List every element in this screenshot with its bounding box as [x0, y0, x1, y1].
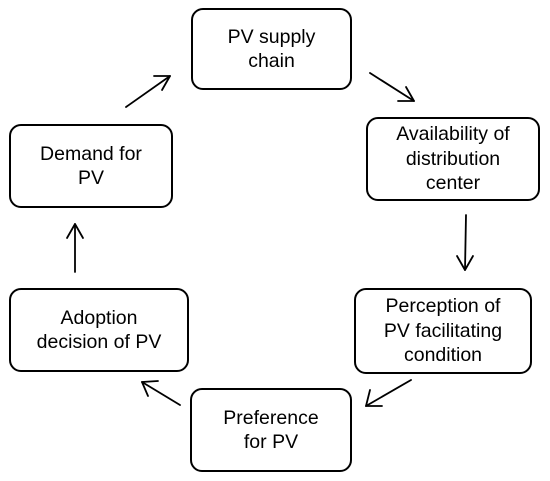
node-demand-for-pv: Demand for PV — [9, 124, 173, 208]
node-label-line: Adoption — [60, 306, 138, 329]
arrow-preference-to-adoption — [141, 380, 181, 406]
node-label-line: chain — [248, 50, 295, 72]
node-pv-supply-chain: PV supply chain — [191, 8, 352, 90]
node-label-line: PV facilitating — [383, 319, 503, 342]
node-label-line: center — [425, 172, 481, 195]
node-label-line: Demand for — [40, 142, 142, 165]
node-label-line: PV supply — [227, 25, 316, 48]
arrow-demand-to-supply — [125, 75, 171, 108]
node-preference-for-pv: Preference for PV — [190, 388, 352, 472]
node-label-line: PV — [77, 167, 104, 189]
node-perception-facilitating-condition: Perception of PV facilitating condition — [354, 288, 532, 374]
node-label-line: Perception of — [385, 295, 501, 318]
node-label-line: condition — [403, 344, 483, 367]
node-availability-distribution-center: Availability of distribution center — [366, 117, 540, 201]
arrow-supply-to-availability — [369, 72, 415, 102]
node-label-line: Availability of — [396, 123, 510, 146]
node-label-line: Preference — [223, 406, 319, 429]
arrow-availability-to-perception — [456, 214, 474, 271]
node-label-line: for PV — [243, 431, 299, 453]
node-adoption-decision: Adoption decision of PV — [9, 288, 189, 372]
node-label-line: decision of PV — [36, 331, 162, 353]
arrow-perception-to-preference — [365, 379, 412, 407]
node-label-line: distribution — [405, 147, 501, 170]
arrow-adoption-to-demand — [66, 223, 84, 273]
